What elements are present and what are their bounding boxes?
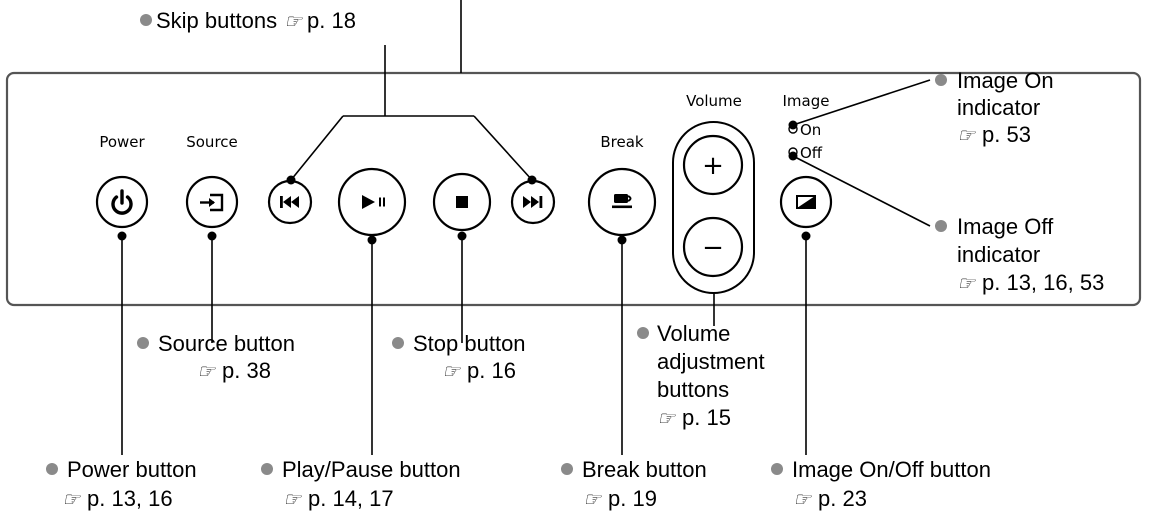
reference-hand-icon: ☞ [957, 271, 976, 295]
callout-power: Power button ☞ p. 13, 16 [46, 457, 197, 511]
svg-text:Volume: Volume [657, 321, 730, 346]
svg-text:Break button: Break button [582, 457, 707, 482]
volume-buttons: + − [672, 121, 755, 294]
svg-text:p. 23: p. 23 [818, 486, 867, 511]
skip-leader [286, 45, 537, 185]
image-on-leader [788, 79, 931, 130]
coffee-cup-icon [612, 194, 632, 209]
source-button[interactable] [185, 175, 239, 229]
bullet-dot [392, 337, 404, 349]
svg-text:buttons: buttons [657, 377, 729, 402]
svg-text:Skip buttons: Skip buttons [156, 8, 277, 33]
reference-hand-icon: ☞ [657, 406, 676, 430]
source-label: Source [186, 133, 238, 151]
play-pause-icon [362, 195, 385, 209]
bullet-dot [771, 463, 783, 475]
image-onoff-icon [796, 195, 816, 209]
svg-text:p. 19: p. 19 [608, 486, 657, 511]
reference-hand-icon: ☞ [62, 487, 81, 511]
callout-play-pause: Play/Pause button ☞ p. 14, 17 [261, 457, 461, 511]
svg-text:adjustment: adjustment [657, 349, 765, 374]
svg-text:Image Off: Image Off [957, 214, 1054, 239]
svg-text:p. 13, 16: p. 13, 16 [87, 486, 173, 511]
callout-image-off: Image Off indicator ☞ p. 13, 16, 53 [935, 214, 1104, 295]
bullet-dot [261, 463, 273, 475]
image-off-leader [788, 151, 931, 227]
break-button[interactable] [587, 167, 657, 237]
callout-volume: Volume adjustment buttons ☞ p. 15 [637, 321, 765, 430]
power-leader [117, 231, 127, 455]
image-onoff-button[interactable] [779, 175, 833, 229]
skip-back-button[interactable] [267, 179, 313, 225]
source-input-icon [200, 193, 224, 212]
stop-icon [456, 196, 468, 208]
image-off-label: Off [800, 144, 823, 162]
svg-text:Stop button: Stop button [413, 331, 526, 356]
svg-text:p. 16: p. 16 [467, 358, 516, 383]
source-leader [207, 231, 217, 343]
volume-label: Volume [686, 92, 742, 110]
bullet-dot [140, 14, 152, 26]
callout-break: Break button ☞ p. 19 [561, 457, 707, 511]
bullet-dot [935, 74, 947, 86]
callout-image-onoff: Image On/Off button ☞ p. 23 [771, 457, 991, 511]
svg-text:Power button: Power button [67, 457, 197, 482]
power-button[interactable] [95, 175, 149, 229]
volume-down-icon: − [702, 233, 724, 263]
reference-hand-icon: ☞ [284, 9, 303, 33]
image-label: Image [783, 92, 830, 110]
volume-up-button[interactable]: + [682, 134, 744, 196]
bullet-dot [46, 463, 58, 475]
break-label: Break [600, 133, 644, 151]
reference-hand-icon: ☞ [793, 487, 812, 511]
image-on-label: On [800, 121, 821, 139]
bullet-dot [561, 463, 573, 475]
reference-hand-icon: ☞ [583, 487, 602, 511]
svg-text:p. 53: p. 53 [982, 122, 1031, 147]
play-pause-button[interactable] [337, 167, 407, 237]
break-leader [617, 235, 627, 455]
volume-down-button[interactable]: − [682, 216, 744, 278]
svg-text:p. 14, 17: p. 14, 17 [308, 486, 394, 511]
stop-button[interactable] [432, 172, 492, 232]
reference-hand-icon: ☞ [442, 359, 461, 383]
power-label: Power [99, 133, 145, 151]
svg-text:p. 15: p. 15 [682, 405, 731, 430]
callout-stop: Stop button ☞ p. 16 [392, 331, 526, 383]
control-panel [5, 71, 1142, 307]
power-icon [111, 189, 133, 215]
svg-text:Source button: Source button [158, 331, 295, 356]
reference-hand-icon: ☞ [283, 487, 302, 511]
play-pause-leader [367, 235, 377, 455]
svg-text:p. 18: p. 18 [307, 8, 356, 33]
image-onoff-leader [801, 231, 811, 455]
callout-skip: Skip buttons ☞ p. 18 [140, 8, 356, 33]
skip-back-icon [280, 196, 299, 208]
reference-hand-icon: ☞ [197, 359, 216, 383]
svg-text:indicator: indicator [957, 95, 1040, 120]
bullet-dot [637, 327, 649, 339]
stop-leader [457, 231, 467, 343]
skip-forward-button[interactable] [510, 179, 556, 225]
callout-source: Source button ☞ p. 38 [137, 331, 295, 383]
skip-forward-icon [523, 196, 543, 208]
bullet-dot [137, 337, 149, 349]
bullet-dot [935, 220, 947, 232]
svg-text:Play/Pause button: Play/Pause button [282, 457, 461, 482]
svg-text:Image On: Image On [957, 68, 1054, 93]
svg-text:p. 38: p. 38 [222, 358, 271, 383]
svg-text:Image On/Off button: Image On/Off button [792, 457, 991, 482]
reference-hand-icon: ☞ [957, 123, 976, 147]
svg-text:indicator: indicator [957, 242, 1040, 267]
callout-image-on: Image On indicator ☞ p. 53 [935, 68, 1054, 147]
svg-text:p. 13, 16, 53: p. 13, 16, 53 [982, 270, 1104, 295]
volume-up-icon: + [702, 151, 724, 181]
